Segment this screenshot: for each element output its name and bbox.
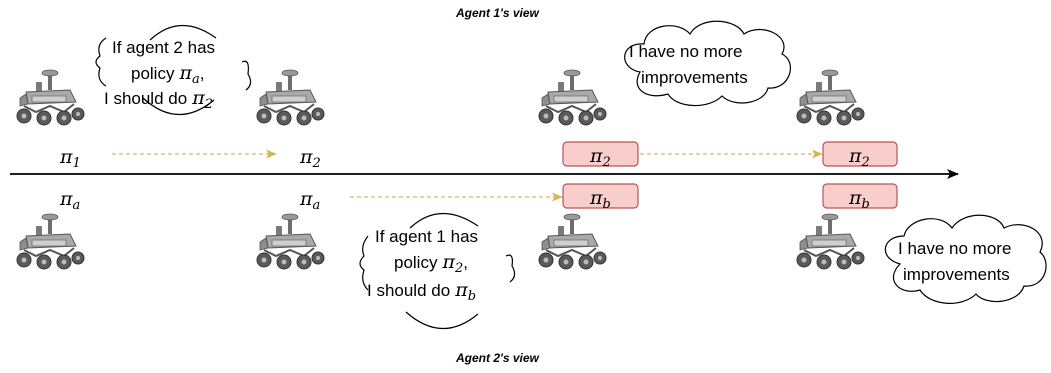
agent1-view-title: Agent 1's view <box>455 6 540 20</box>
agent1-policy-step3: π2 <box>589 145 611 170</box>
agent1-speech-line1: If agent 2 has <box>112 38 215 57</box>
agent2-policy-step3: πb <box>589 187 611 212</box>
top-thought-cloud <box>624 20 791 107</box>
agent1-policy-step1: π1 <box>59 146 81 171</box>
agent2-speech-bubble <box>359 212 516 330</box>
agent2-policy-step1: πa <box>59 188 80 213</box>
agent2-policy-step2: πa <box>299 188 320 213</box>
rover-robot-icon <box>796 213 865 270</box>
rover-robot-icon <box>538 69 607 126</box>
rover-robot-icon <box>16 69 85 126</box>
rover-robot-icon <box>16 213 85 270</box>
rover-robot-icon <box>256 69 325 126</box>
rover-robot-icon <box>796 69 865 126</box>
agent1-policy-step4: π2 <box>848 145 870 170</box>
agent2-view-title: Agent 2's view <box>455 351 540 365</box>
policy-box-agent1-step3 <box>562 141 639 167</box>
bottom-cloud-line2: improvements <box>903 265 1010 284</box>
agent1-speech-bubble <box>95 24 252 116</box>
top-cloud-line2: improvements <box>641 68 748 87</box>
rover-robot-icon <box>256 213 325 270</box>
policy-box-agent2-step4 <box>822 183 898 209</box>
agent1-policy-step2: π2 <box>299 146 321 171</box>
bottom-thought-cloud <box>884 214 1047 304</box>
agent2-policy-step4: πb <box>848 187 870 212</box>
top-cloud-line1: I have no more <box>629 42 742 61</box>
agent2-speech-line1: If agent 1 has <box>375 227 478 246</box>
policy-box-agent1-step4 <box>822 141 898 167</box>
rover-robot-icon <box>538 213 607 270</box>
policy-box-agent2-step3 <box>562 183 639 209</box>
bottom-cloud-line1: I have no more <box>898 239 1011 258</box>
